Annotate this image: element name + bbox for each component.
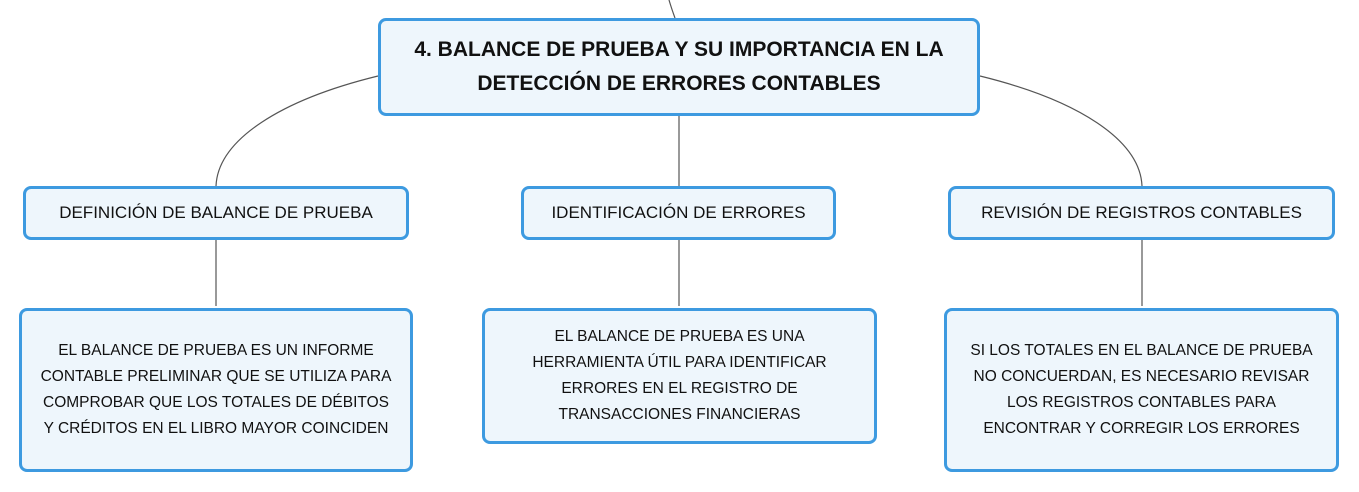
subtopic-text: EL BALANCE DE PRUEBA ES UNA HERRAMIENTA … <box>532 328 827 423</box>
subtopic-text: EL BALANCE DE PRUEBA ES UN INFORME CONTA… <box>40 342 392 437</box>
topic-label: DEFINICIÓN DE BALANCE DE PRUEBA <box>59 203 373 222</box>
connector-from-parent <box>668 0 676 19</box>
topic-identificacion-errores[interactable]: IDENTIFICACIÓN DE ERRORES <box>521 186 836 240</box>
subtopic-definicion-detail[interactable]: EL BALANCE DE PRUEBA ES UN INFORME CONTA… <box>19 308 413 472</box>
connector-root-to-definicion <box>215 75 379 187</box>
root-topic-label: 4. BALANCE DE PRUEBA Y SU IMPORTANCIA EN… <box>414 38 944 95</box>
subtopic-revision-detail[interactable]: SI LOS TOTALES EN EL BALANCE DE PRUEBA N… <box>944 308 1339 472</box>
connector-root-to-revision <box>979 75 1143 187</box>
subtopic-text: SI LOS TOTALES EN EL BALANCE DE PRUEBA N… <box>970 342 1313 437</box>
topic-label: REVISIÓN DE REGISTROS CONTABLES <box>981 203 1302 222</box>
topic-label: IDENTIFICACIÓN DE ERRORES <box>551 203 806 222</box>
root-topic[interactable]: 4. BALANCE DE PRUEBA Y SU IMPORTANCIA EN… <box>378 18 980 116</box>
subtopic-identificacion-detail[interactable]: EL BALANCE DE PRUEBA ES UNA HERRAMIENTA … <box>482 308 877 444</box>
topic-definicion-balance[interactable]: DEFINICIÓN DE BALANCE DE PRUEBA <box>23 186 409 240</box>
topic-revision-registros[interactable]: REVISIÓN DE REGISTROS CONTABLES <box>948 186 1335 240</box>
